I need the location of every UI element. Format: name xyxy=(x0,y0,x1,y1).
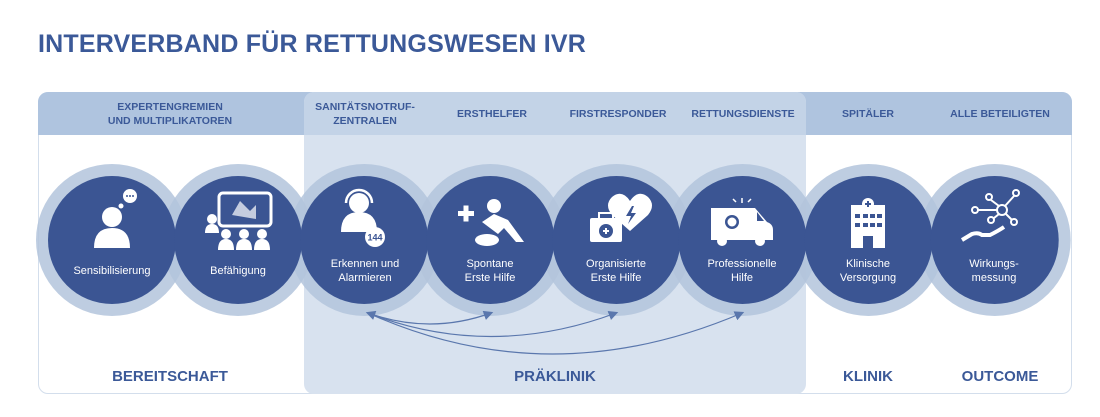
label-line: Klinische xyxy=(845,258,891,270)
flow-arrows xyxy=(365,310,745,355)
network-hand-icon xyxy=(960,189,1020,242)
arrow-to-organisierte xyxy=(367,311,619,338)
circle-label-sensibilisierung: Sensibilisierung xyxy=(73,265,151,277)
header-alle-beteiligten: ALLE BETEILIGTEN xyxy=(950,107,1050,120)
label-line: Erkennen und xyxy=(330,258,400,270)
header-ersthelfer: ERSTHELFER xyxy=(456,107,527,120)
circle-label-wirkungsmessung: Wirkungs-messung xyxy=(934,257,1054,285)
cpr-icon xyxy=(458,199,524,246)
call-operator-icon xyxy=(341,188,385,247)
label-line: Versorgung xyxy=(839,272,897,284)
label-line: Professionelle xyxy=(707,258,777,270)
ambulance-icon xyxy=(711,198,773,246)
label-line: Hilfe xyxy=(730,272,753,284)
hospital-icon xyxy=(851,198,885,248)
header-line: EXPERTENGREMIEN xyxy=(117,100,223,113)
training-presentation-icon xyxy=(205,191,273,250)
person-thinking-icon xyxy=(94,189,137,248)
phase-praeklinik: PRÄKLINIK xyxy=(514,368,596,385)
phase-bereitschaft: BEREITSCHAFT xyxy=(112,368,228,385)
label-line: messung xyxy=(971,272,1017,284)
label-line: Wirkungs- xyxy=(969,258,1019,270)
header-line: SANITÄTSNOTRUF- xyxy=(315,100,415,113)
label-line: Alarmieren xyxy=(338,272,392,284)
header-rettungsdienste: RETTUNGSDIENSTE xyxy=(691,107,795,120)
phase-klinik: KLINIK xyxy=(843,368,893,385)
circle-training-presentation xyxy=(174,176,303,304)
label-line: Erste Hilfe xyxy=(590,272,642,284)
header-line: ZENTRALEN xyxy=(333,114,397,127)
header-firstresponder: FIRSTRESPONDER xyxy=(569,107,667,120)
emergency-number-badge: 144 xyxy=(367,233,382,243)
label-line: Spontane xyxy=(466,258,514,270)
first-aid-defibrillator-icon xyxy=(590,193,652,242)
page-title: INTERVERBAND FÜR RETTUNGSWESEN IVR xyxy=(38,30,587,58)
header-sanitaetsnotruf: SANITÄTSNOTRUF-ZENTRALEN xyxy=(305,92,425,135)
label-line: Erste Hilfe xyxy=(464,272,516,284)
header-spitaeler: SPITÄLER xyxy=(842,107,894,120)
icons: 144 xyxy=(94,188,1020,250)
arrow-to-spontane xyxy=(365,310,494,325)
header-line: UND MULTIPLIKATOREN xyxy=(107,114,233,127)
circle-call-operator xyxy=(300,176,429,304)
circle-label-befaehigung: Befähigung xyxy=(210,265,266,277)
circle-network-hand xyxy=(930,176,1059,304)
praeklinik-header-band xyxy=(304,92,806,135)
label-line: Organisierte xyxy=(586,258,646,270)
arrow-to-professionelle xyxy=(367,311,745,355)
phase-outcome: OUTCOME xyxy=(961,368,1039,385)
